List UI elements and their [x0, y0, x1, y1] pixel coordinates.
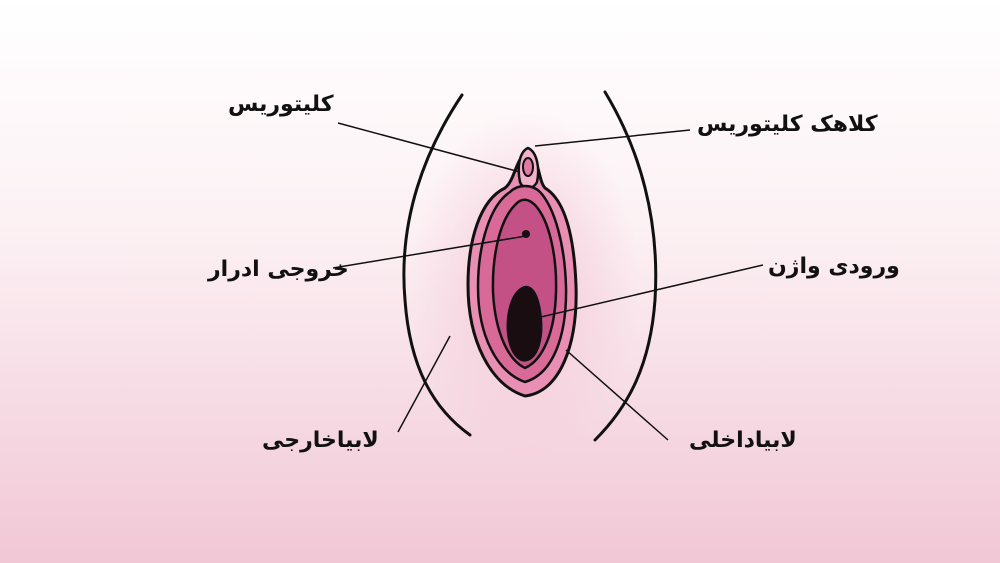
- left-outer-contour: [402, 93, 472, 437]
- leader-clitoris: [337, 122, 521, 173]
- leader-labia-majora: [397, 335, 451, 433]
- label-clitoral-hood: کلاهک کلیتوریس: [697, 112, 878, 137]
- leader-labia-minora: [565, 349, 669, 441]
- leader-clitoral-hood: [534, 129, 691, 147]
- label-labia-minora: لابیاداخلی: [689, 428, 797, 453]
- label-vaginal-opening: ورودی واژن: [768, 254, 900, 279]
- right-outer-contour: [593, 90, 658, 442]
- leader-urethral-opening: [332, 235, 527, 269]
- clitoris-shape: [522, 157, 534, 177]
- label-labia-majora: لابیاخارجی: [262, 428, 379, 453]
- vaginal-opening-shape: [506, 285, 543, 362]
- label-urethral-opening: خروجی ادرار: [208, 257, 349, 282]
- label-clitoris: کلیتوریس: [228, 92, 334, 117]
- leader-vaginal-opening: [527, 264, 764, 321]
